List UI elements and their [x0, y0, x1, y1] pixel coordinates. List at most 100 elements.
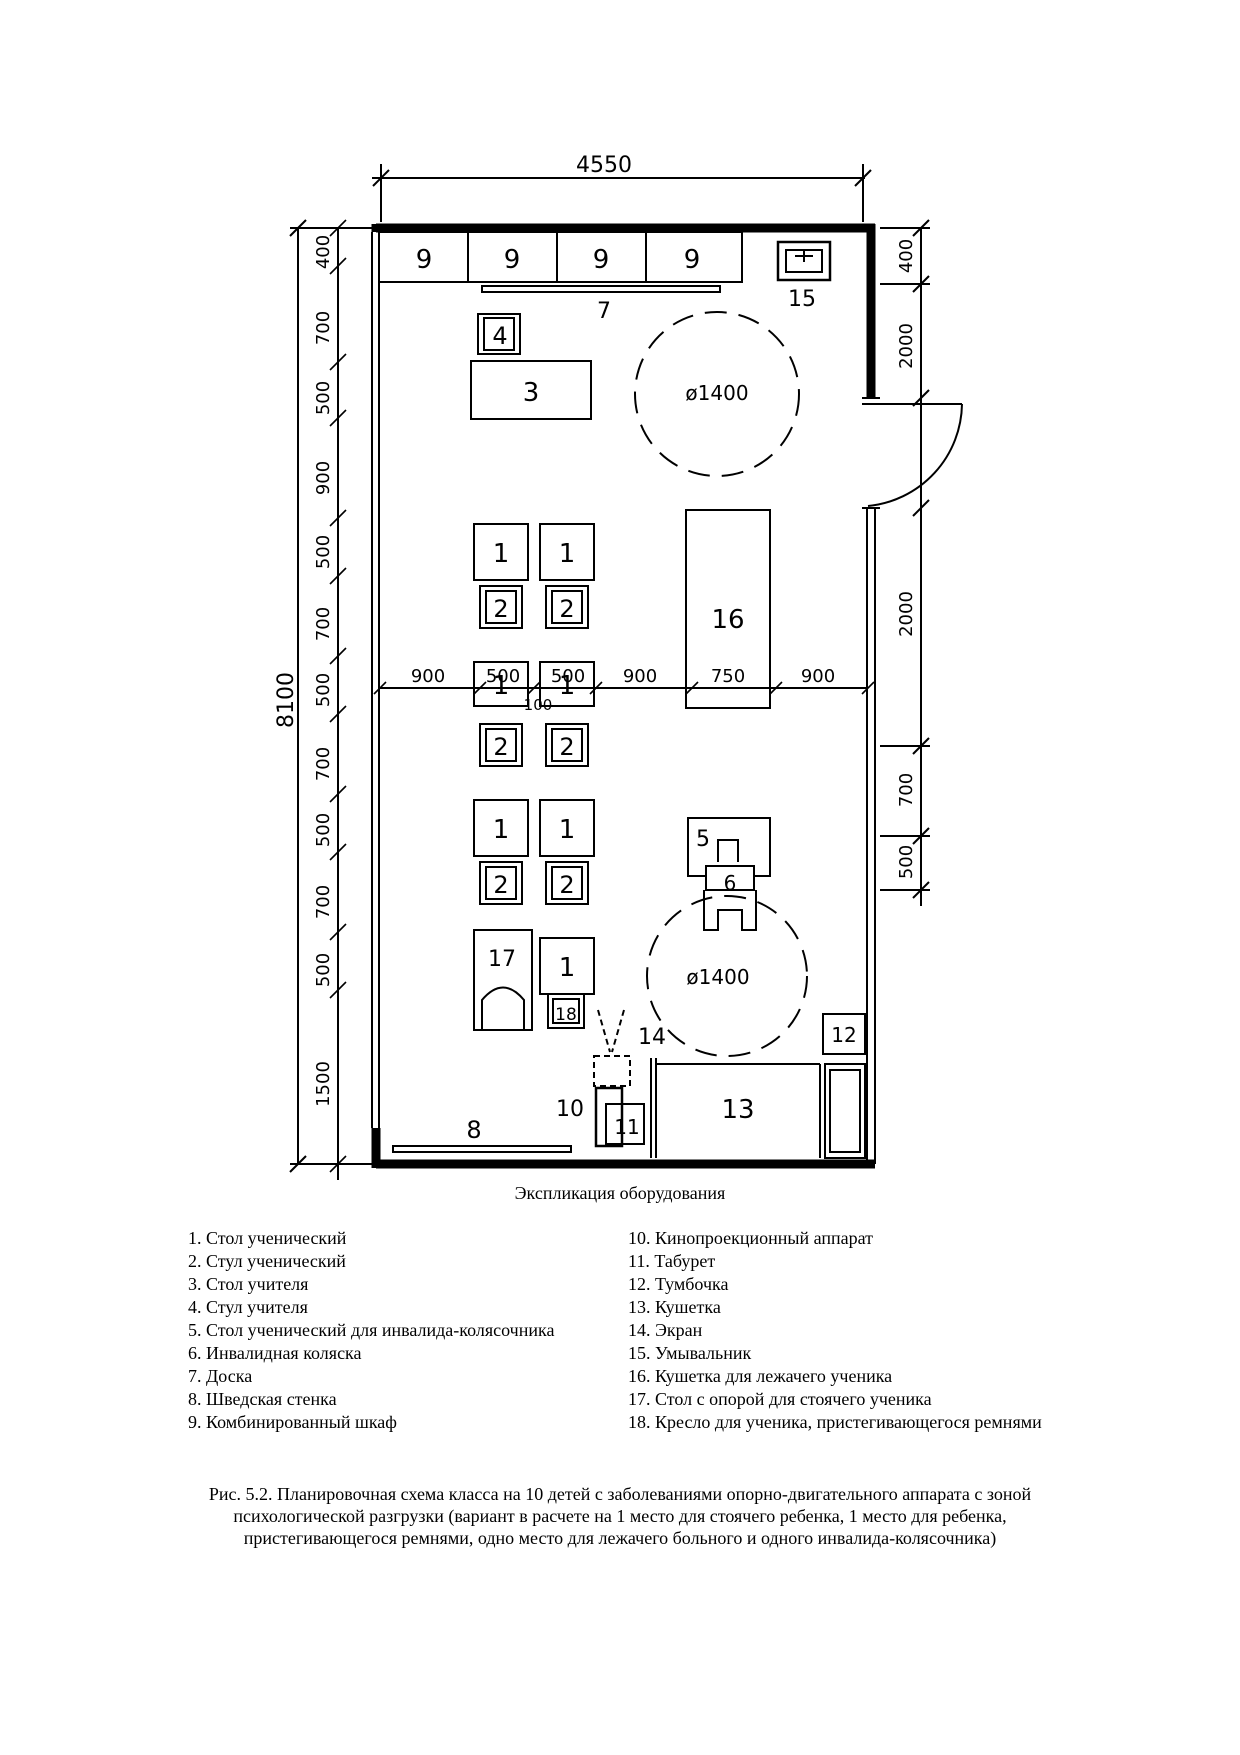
legend-item: 18. Кресло для ученика, пристегивающегос… [628, 1412, 1042, 1432]
legend-item: 14. Экран [628, 1320, 703, 1340]
student-chair-label: 2 [493, 733, 508, 761]
left-segment-label: 500 [313, 953, 334, 987]
couch-label: 13 [721, 1095, 754, 1125]
relax-zone-bottom-label: ø1400 [686, 965, 749, 989]
legend-item: 1. Стол ученический [188, 1228, 347, 1248]
student-desk-label: 1 [559, 671, 576, 701]
cabinet-label-2: 9 [504, 245, 521, 275]
cabinet-label-1: 9 [416, 245, 433, 275]
stool-label: 11 [614, 1115, 639, 1139]
wall-bars-label: 8 [466, 1116, 481, 1144]
wheelchair [703, 839, 757, 931]
legend-item: 16. Кушетка для лежачего ученика [628, 1366, 893, 1386]
student-desk-label: 1 [559, 953, 576, 983]
overall-width-label: 4550 [576, 153, 632, 178]
sink-label: 15 [788, 287, 816, 312]
right-segment-label: 2000 [896, 323, 917, 369]
nightstand-label: 12 [831, 1023, 856, 1047]
student-chair-seat [485, 590, 517, 624]
right-segment-label: 400 [896, 239, 917, 273]
left-segment-label: 500 [313, 813, 334, 847]
legend-item: 13. Кушетка [628, 1297, 721, 1317]
wall-bars [392, 1145, 572, 1153]
right-segment-label: 700 [896, 773, 917, 807]
right-segment-label: 500 [896, 845, 917, 879]
figure-caption: Рис. 5.2. Планировочная схема класса на … [208, 1484, 1032, 1548]
legend-item: 12. Тумбочка [628, 1274, 729, 1294]
student-desk [473, 799, 529, 857]
row-dimension [373, 681, 875, 695]
row-dimension-label: 900 [411, 666, 445, 687]
teacher-chair [477, 313, 521, 355]
projector [593, 1009, 631, 1148]
cabinet-label-3: 9 [593, 245, 610, 275]
right-lower-wall [862, 507, 880, 1164]
left-segment-label: 500 [313, 535, 334, 569]
legend-item: 3. Стол учителя [188, 1274, 309, 1294]
teacher-table-label: 3 [523, 378, 540, 408]
standing-desk-label: 17 [488, 947, 516, 972]
left-segment-label: 900 [313, 461, 334, 495]
row-dimension-label: 750 [711, 666, 745, 687]
board-label: 7 [597, 299, 611, 324]
teacher-table [470, 360, 592, 420]
student-chair-label: 2 [559, 871, 574, 899]
row-dimension-label: 900 [623, 666, 657, 687]
sink [776, 240, 832, 282]
relax-zone-top-label: ø1400 [685, 381, 748, 405]
student-chair [479, 861, 523, 905]
left-dimension-chain [289, 219, 372, 1180]
door [862, 397, 963, 507]
left-segment-label: 700 [313, 311, 334, 345]
nightstand [822, 1013, 866, 1055]
overall-height-label: 8100 [274, 672, 299, 728]
board [481, 285, 721, 293]
student-chair-label: 2 [559, 733, 574, 761]
teacher-chair-label: 4 [492, 322, 507, 350]
student-desk-label: 1 [559, 815, 576, 845]
legend-item: 7. Доска [188, 1366, 253, 1386]
legend-item: 5. Стол ученический для инвалида-колясоч… [188, 1320, 555, 1340]
row-dimension-labels: 900 500 500 900 750 900 [411, 666, 835, 687]
student-desk [473, 523, 529, 581]
student-chair-seat [551, 590, 583, 624]
legend-item: 11. Табурет [628, 1251, 716, 1271]
legend-item: 15. Умывальник [628, 1343, 752, 1363]
student-chair [545, 861, 589, 905]
student-chair-seat [485, 866, 517, 900]
relax-zone-bottom [646, 895, 808, 1057]
student-chair-label: 2 [493, 595, 508, 623]
student-chair [545, 585, 589, 629]
left-segment-label: 1500 [313, 1061, 334, 1107]
legend-title: Экспликация оборудования [514, 1183, 726, 1203]
right-segment-label: 2000 [896, 591, 917, 637]
cabinet-label-4: 9 [684, 245, 701, 275]
right-dimension-chain [880, 219, 930, 906]
left-wall [371, 232, 380, 1128]
couch [656, 1063, 821, 1158]
left-segment-label: 700 [313, 607, 334, 641]
student-desk-label: 1 [559, 539, 576, 569]
student-chair-seat [551, 728, 583, 762]
row-dimension-label: 900 [801, 666, 835, 687]
wall-bench [824, 1063, 866, 1159]
legend-item: 9. Комбинированный шкаф [188, 1412, 397, 1432]
left-segment-label: 400 [313, 235, 334, 269]
row-dimension-label: 500 [551, 666, 585, 687]
left-segment-label: 700 [313, 747, 334, 781]
lying-couch-label: 16 [711, 605, 744, 635]
student-desk [539, 661, 595, 707]
overall-width-dimension [372, 164, 872, 222]
relax-zone-top [634, 311, 800, 477]
legend-item: 17. Стол с опорой для стоячего ученика [628, 1389, 932, 1409]
student-chair [479, 723, 523, 767]
student-chair [545, 723, 589, 767]
lying-couch [685, 509, 771, 709]
floor-plan: 4550 [274, 153, 963, 1180]
row-dimension-label: 500 [486, 666, 520, 687]
walls [371, 223, 876, 1169]
legend-right-column: 10. Кинопроекционный аппарат 11. Табурет… [628, 1227, 1056, 1434]
left-segment-label: 500 [313, 381, 334, 415]
